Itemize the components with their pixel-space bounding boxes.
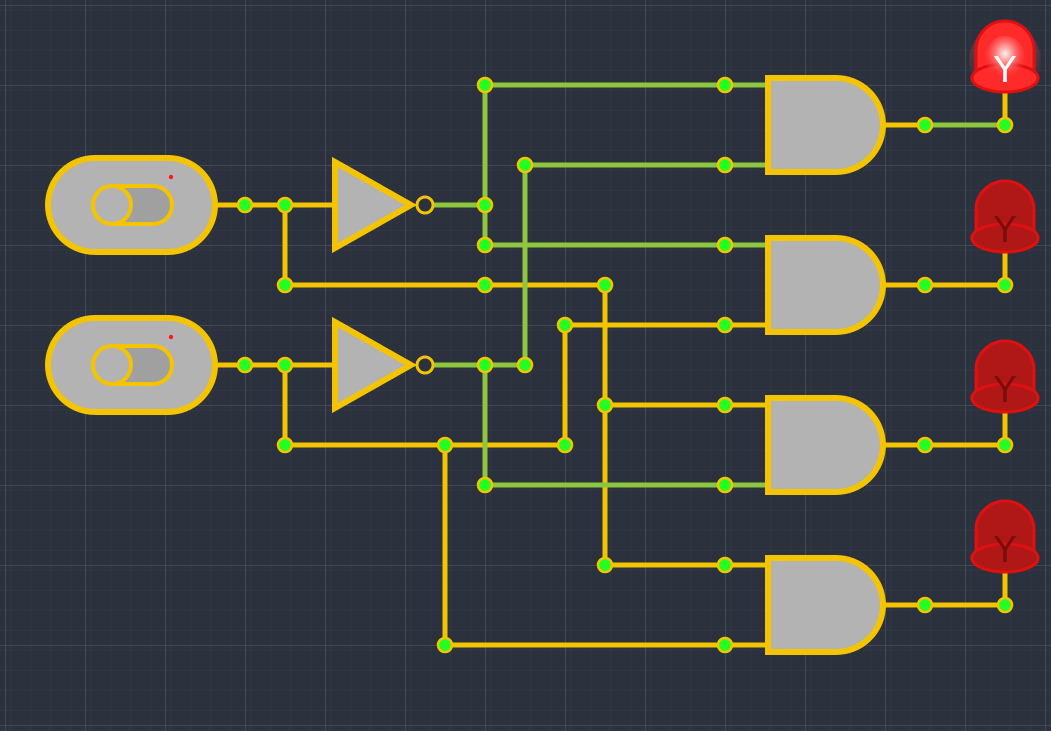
node[interactable]	[556, 436, 574, 454]
node[interactable]	[916, 276, 934, 294]
node[interactable]	[436, 436, 454, 454]
node[interactable]	[236, 356, 254, 374]
node[interactable]	[716, 556, 734, 574]
node[interactable]	[516, 156, 534, 174]
node[interactable]	[276, 436, 294, 454]
node[interactable]	[596, 396, 614, 414]
node[interactable]	[436, 636, 454, 654]
led-1[interactable]: Y	[969, 19, 1041, 96]
led-2-glyph: Y	[993, 210, 1017, 251]
led-3[interactable]: Y	[970, 339, 1040, 414]
node[interactable]	[476, 356, 494, 374]
node[interactable]	[476, 196, 494, 214]
switch-b[interactable]	[45, 315, 218, 415]
node[interactable]	[996, 596, 1014, 614]
led-1-glyph: Y	[993, 50, 1017, 91]
node[interactable]	[916, 596, 934, 614]
node[interactable]	[916, 116, 934, 134]
switch-a-knob[interactable]	[91, 184, 133, 226]
node[interactable]	[596, 556, 614, 574]
not-gate-b-bubble	[415, 355, 435, 375]
led-4[interactable]: Y	[970, 499, 1040, 574]
node[interactable]	[556, 316, 574, 334]
node[interactable]	[716, 76, 734, 94]
node[interactable]	[996, 116, 1014, 134]
node[interactable]	[476, 276, 494, 294]
led-2[interactable]: Y	[970, 179, 1040, 254]
node[interactable]	[716, 236, 734, 254]
and-gate-2[interactable]	[725, 235, 886, 335]
node[interactable]	[276, 276, 294, 294]
not-gate-b[interactable]	[332, 316, 435, 414]
node[interactable]	[276, 356, 294, 374]
node[interactable]	[996, 276, 1014, 294]
node[interactable]	[716, 316, 734, 334]
node[interactable]	[716, 476, 734, 494]
node[interactable]	[916, 436, 934, 454]
switch-b-indicator	[168, 334, 174, 340]
node[interactable]	[996, 436, 1014, 454]
not-gate-a[interactable]	[332, 156, 435, 254]
node[interactable]	[476, 236, 494, 254]
and-gate-1[interactable]	[725, 75, 886, 175]
node[interactable]	[236, 196, 254, 214]
wire-nodes	[236, 76, 1014, 654]
node[interactable]	[516, 356, 534, 374]
switch-b-knob[interactable]	[91, 344, 133, 386]
node[interactable]	[716, 156, 734, 174]
led-4-glyph: Y	[993, 530, 1017, 571]
node[interactable]	[716, 396, 734, 414]
node[interactable]	[476, 76, 494, 94]
node[interactable]	[276, 196, 294, 214]
node[interactable]	[716, 636, 734, 654]
switch-a-indicator	[168, 174, 174, 180]
led-3-glyph: Y	[993, 370, 1017, 411]
not-gate-a-bubble	[415, 195, 435, 215]
node[interactable]	[476, 476, 494, 494]
node[interactable]	[596, 276, 614, 294]
switch-a[interactable]	[45, 155, 218, 255]
